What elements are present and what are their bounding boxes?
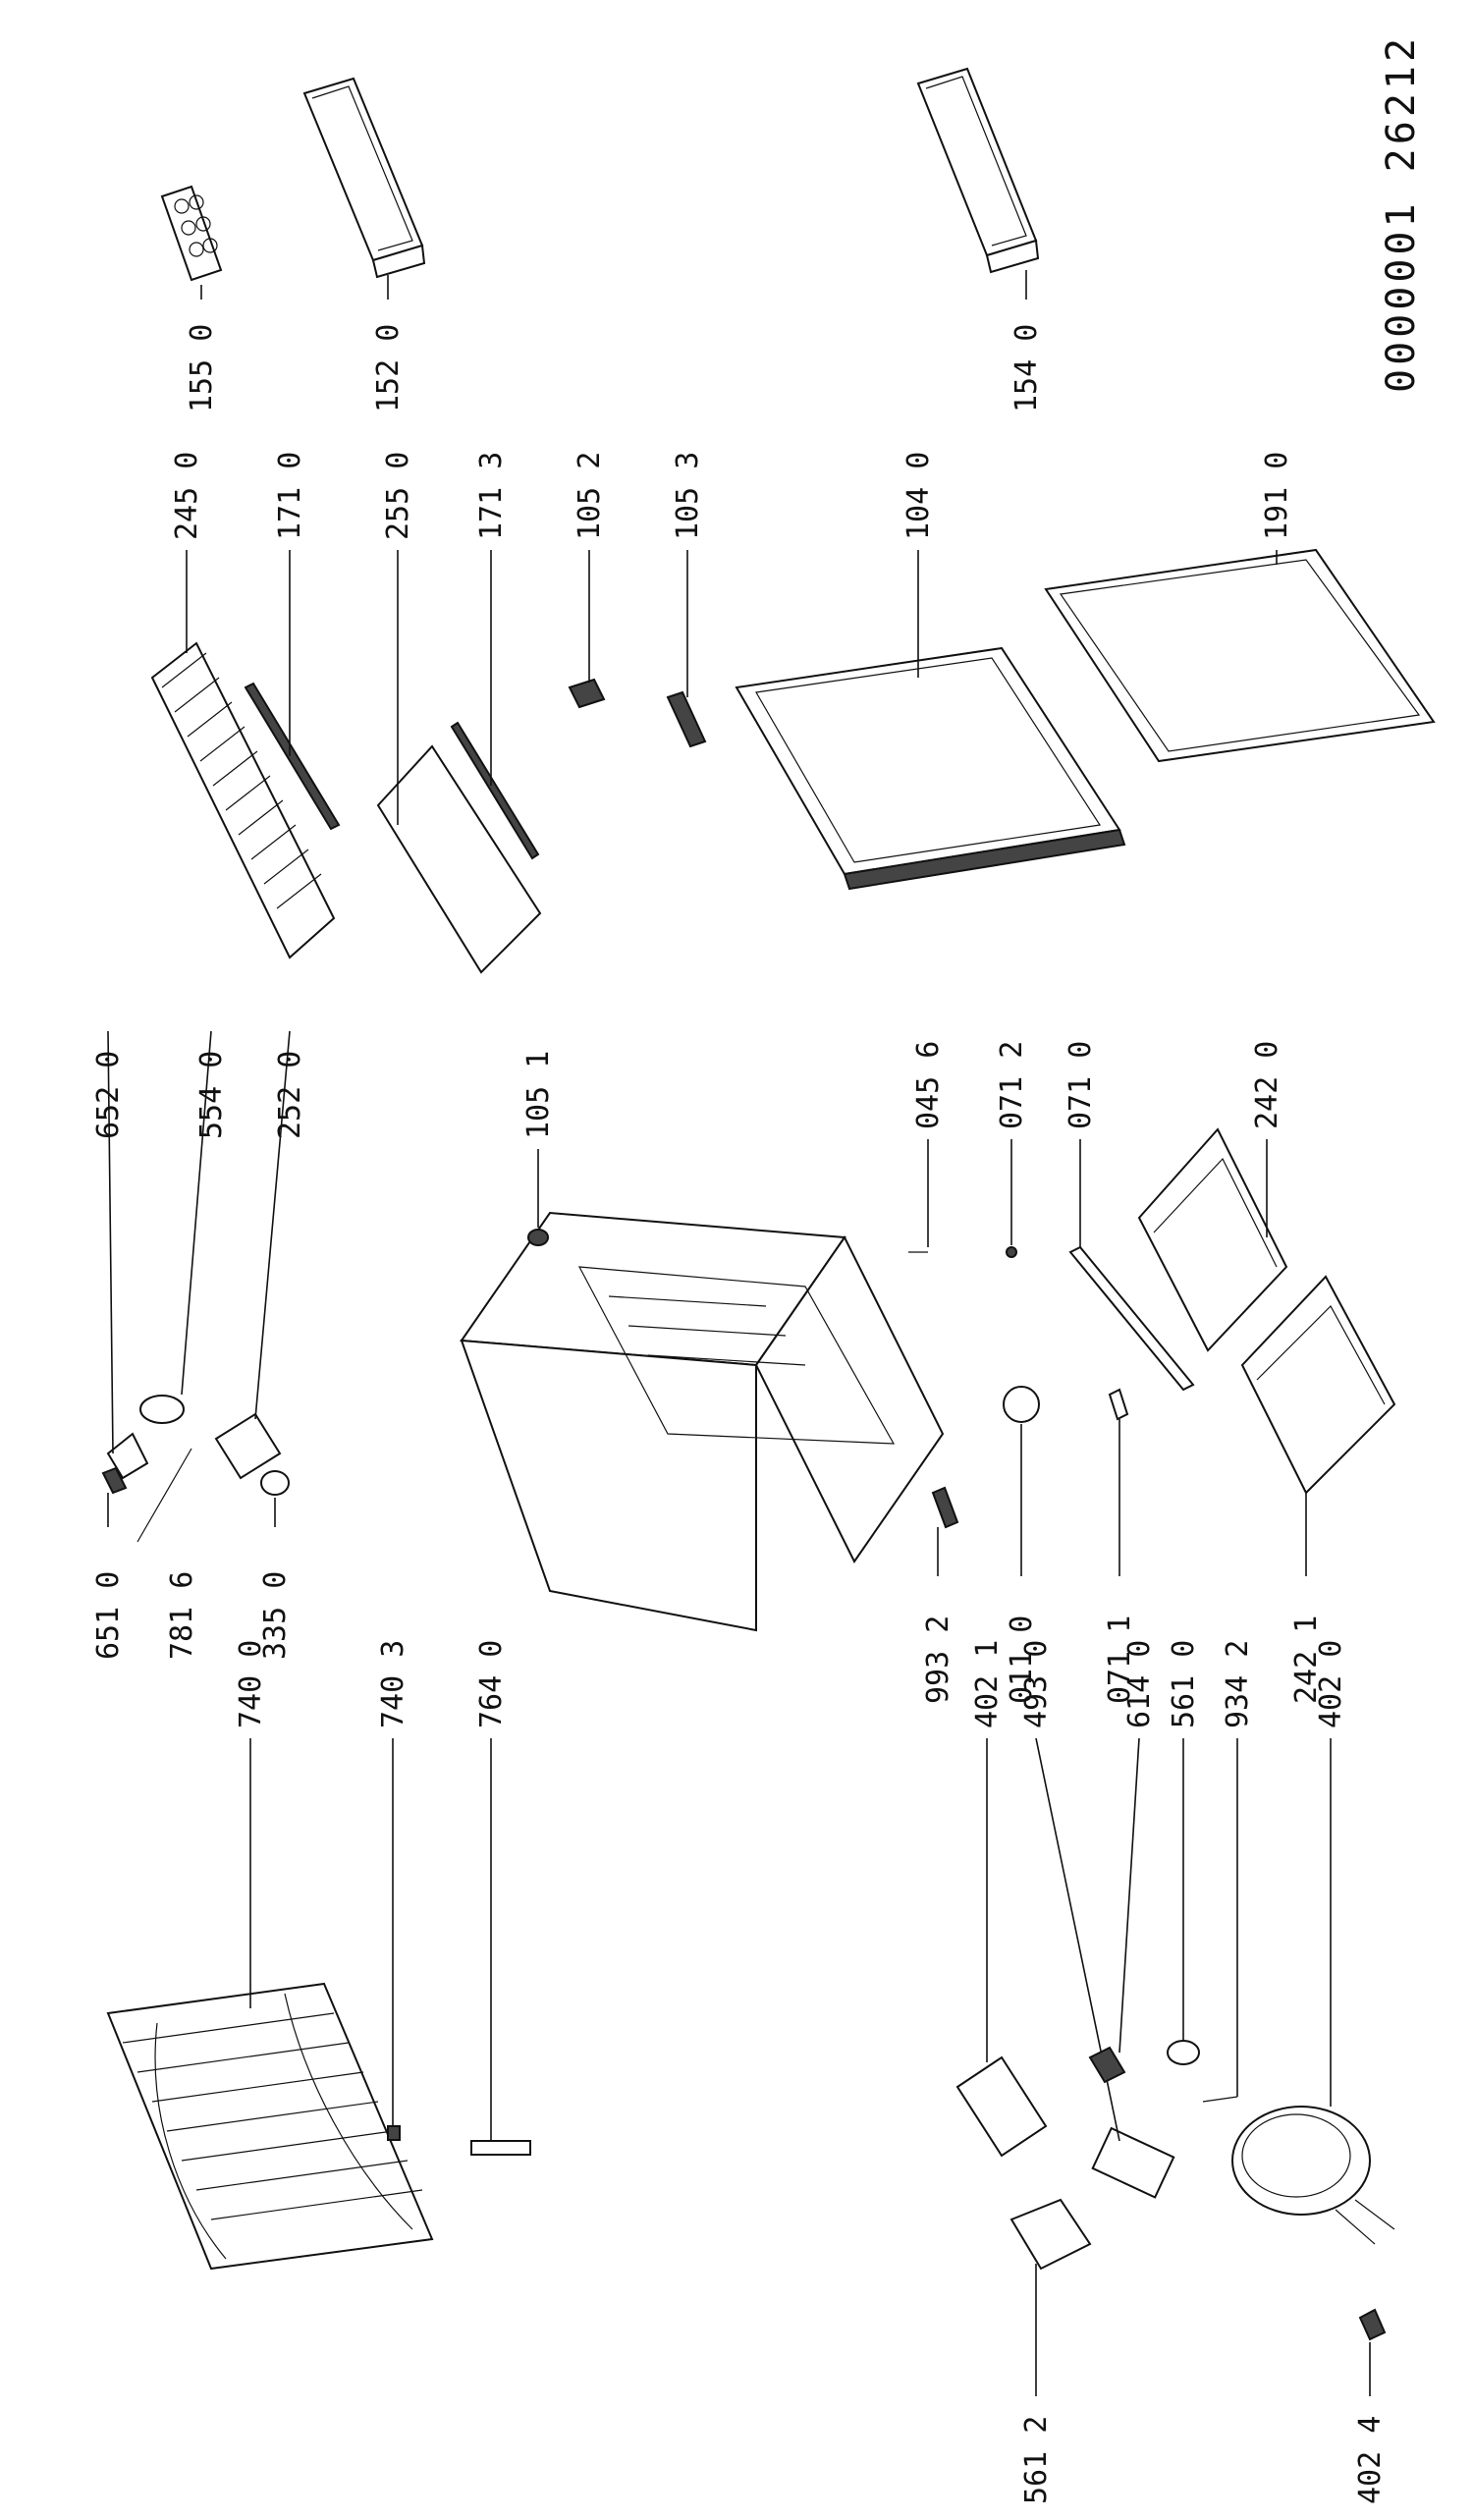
label-105-2: 105 2 [573, 452, 607, 540]
bracket-071-part [1068, 1245, 1195, 1392]
label-651-0: 651 0 [91, 1571, 126, 1660]
wire-shelf-part [150, 641, 336, 959]
leader-line [107, 1030, 114, 1454]
label-255-0: 255 0 [381, 452, 415, 540]
label-493-0: 493 0 [1019, 1640, 1054, 1728]
part-labels: 155 0 152 0 154 0 245 0 171 0 255 0 171 … [91, 324, 1388, 2504]
clip-071-1-part [1108, 1388, 1129, 1421]
hinge-lower-part [666, 690, 707, 748]
egg-tray-part [160, 185, 223, 282]
label-934-2: 934 2 [1221, 1640, 1255, 1728]
label-011-0: 011 0 [1005, 1616, 1039, 1704]
hinge-upper-part [568, 678, 606, 709]
cover-402-1-part [955, 2055, 1048, 2158]
door-panel-part [735, 646, 1126, 891]
clip-740-3-part [387, 2125, 401, 2141]
crisper-242-1-part [1240, 1275, 1396, 1495]
capacitor-561-0-part [1167, 2040, 1200, 2065]
knob-335-part [260, 1470, 290, 1496]
leader-line [1118, 1737, 1140, 2054]
label-104-0: 104 0 [901, 452, 936, 540]
shelf-trim-part [244, 682, 341, 831]
label-071-1: 071 1 [1103, 1616, 1137, 1704]
glass-shelf-trim-part [450, 721, 540, 860]
screw-071-2-part [1006, 1246, 1017, 1258]
label-993-2: 993 2 [921, 1616, 955, 1704]
label-152-0: 152 0 [371, 324, 406, 412]
label-105-3: 105 3 [671, 452, 705, 540]
thermostat-housing-part [214, 1412, 282, 1480]
door-shelf-lower-part [916, 67, 1040, 274]
label-335-0: 335 0 [258, 1571, 293, 1660]
hinge-105-1-part [527, 1229, 549, 1246]
door-shelf-upper-part [302, 77, 426, 279]
label-402-1: 402 1 [970, 1640, 1005, 1728]
label-171-3: 171 3 [474, 452, 509, 540]
label-252-0: 252 0 [273, 1051, 307, 1139]
label-154-0: 154 0 [1009, 324, 1044, 412]
door-gasket-part [1044, 548, 1436, 763]
sensor-993-part [931, 1486, 959, 1529]
label-071-0: 071 0 [1064, 1041, 1098, 1129]
label-554-0: 554 0 [194, 1051, 229, 1139]
label-614-0: 614 0 [1122, 1640, 1157, 1728]
fan-011-part [1003, 1386, 1040, 1423]
label-764-0: 764 0 [474, 1640, 509, 1728]
document-code: 0000001 26212 [1379, 34, 1424, 393]
drier-764-part [470, 2140, 531, 2156]
crisper-242-0-part [1137, 1127, 1288, 1352]
label-561-2: 561 2 [1019, 2416, 1054, 2504]
label-740-0: 740 0 [234, 1640, 268, 1728]
capillary-tube-part [136, 1448, 192, 1543]
label-402-4: 402 4 [1353, 2416, 1388, 2504]
lamp-part [139, 1395, 185, 1424]
cabinet-part [460, 1211, 945, 1632]
thermostat-knob-part [101, 1466, 128, 1495]
grommet-402-4-part [1358, 2308, 1387, 2341]
leader-line [254, 1030, 291, 1420]
label-740-3: 740 3 [376, 1640, 410, 1728]
label-402-0: 402 0 [1314, 1640, 1348, 1728]
connector-614-part [1088, 2046, 1126, 2084]
glass-shelf-part [376, 744, 542, 974]
relay-493-part [1091, 2126, 1175, 2199]
label-245-0: 245 0 [170, 452, 204, 540]
label-105-1: 105 1 [521, 1051, 556, 1139]
wire-934-part [1202, 2096, 1238, 2103]
leader-line [181, 1030, 212, 1396]
label-155-0: 155 0 [185, 324, 219, 412]
label-652-0: 652 0 [91, 1051, 126, 1139]
compressor-402-0-part [1231, 2106, 1395, 2245]
label-781-6: 781 6 [165, 1571, 199, 1660]
label-171-0: 171 0 [273, 452, 307, 540]
label-242-1: 242 1 [1289, 1616, 1324, 1704]
terminal-561-2-part [1009, 2198, 1092, 2271]
label-071-2: 071 2 [995, 1041, 1029, 1129]
light-holder-part [106, 1432, 149, 1480]
label-191-0: 191 0 [1260, 452, 1294, 540]
evaporator-part [106, 1982, 434, 2271]
label-242-0: 242 0 [1250, 1041, 1284, 1129]
label-561-0: 561 0 [1167, 1640, 1201, 1728]
label-045-6: 045 6 [911, 1041, 946, 1129]
